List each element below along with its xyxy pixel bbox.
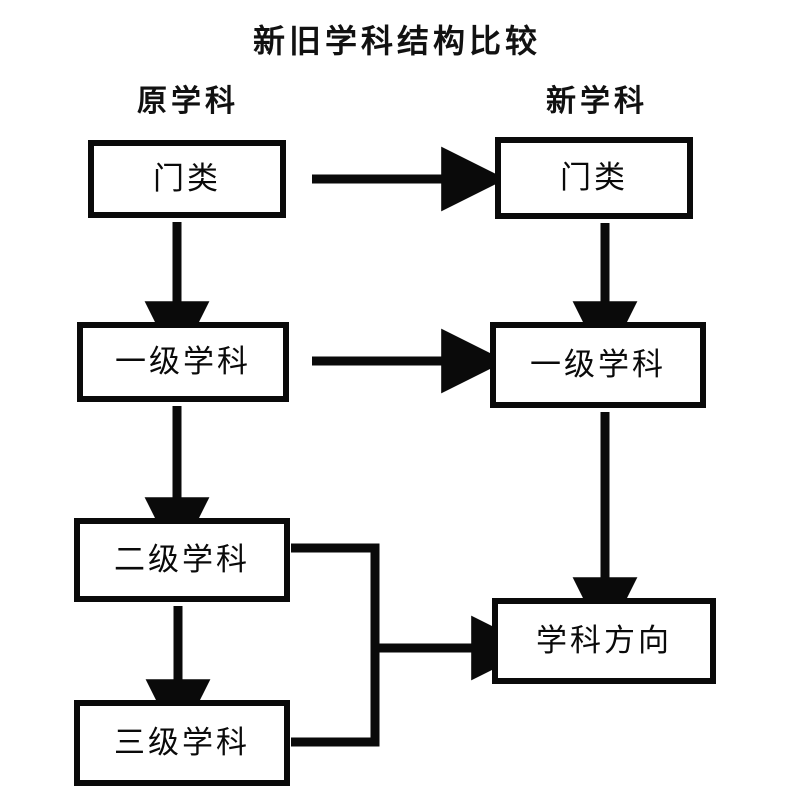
node-label: 门类: [153, 160, 221, 197]
node-old-erji[interactable]: 二级学科: [74, 518, 290, 602]
column-header-old: 原学科: [137, 84, 239, 119]
node-label: 二级学科: [114, 541, 250, 578]
node-label: 三级学科: [114, 724, 250, 761]
edge-old-sanji-merge-branch: [291, 648, 380, 747]
node-old-yiji[interactable]: 一级学科: [77, 322, 289, 402]
node-label: 一级学科: [530, 346, 666, 383]
node-old-menlei[interactable]: 门类: [88, 140, 286, 218]
page-title: 新旧学科结构比较: [252, 22, 541, 60]
node-label: 门类: [560, 159, 628, 196]
node-old-sanji[interactable]: 三级学科: [74, 700, 290, 786]
node-label: 学科方向: [536, 622, 672, 659]
node-label: 一级学科: [115, 343, 251, 380]
node-new-menlei[interactable]: 门类: [495, 137, 693, 219]
node-new-yiji[interactable]: 一级学科: [490, 322, 706, 408]
column-header-new: 新学科: [546, 84, 648, 119]
node-new-fangxiang[interactable]: 学科方向: [492, 598, 716, 684]
edge-old-erji-merge-branch: [291, 543, 380, 648]
